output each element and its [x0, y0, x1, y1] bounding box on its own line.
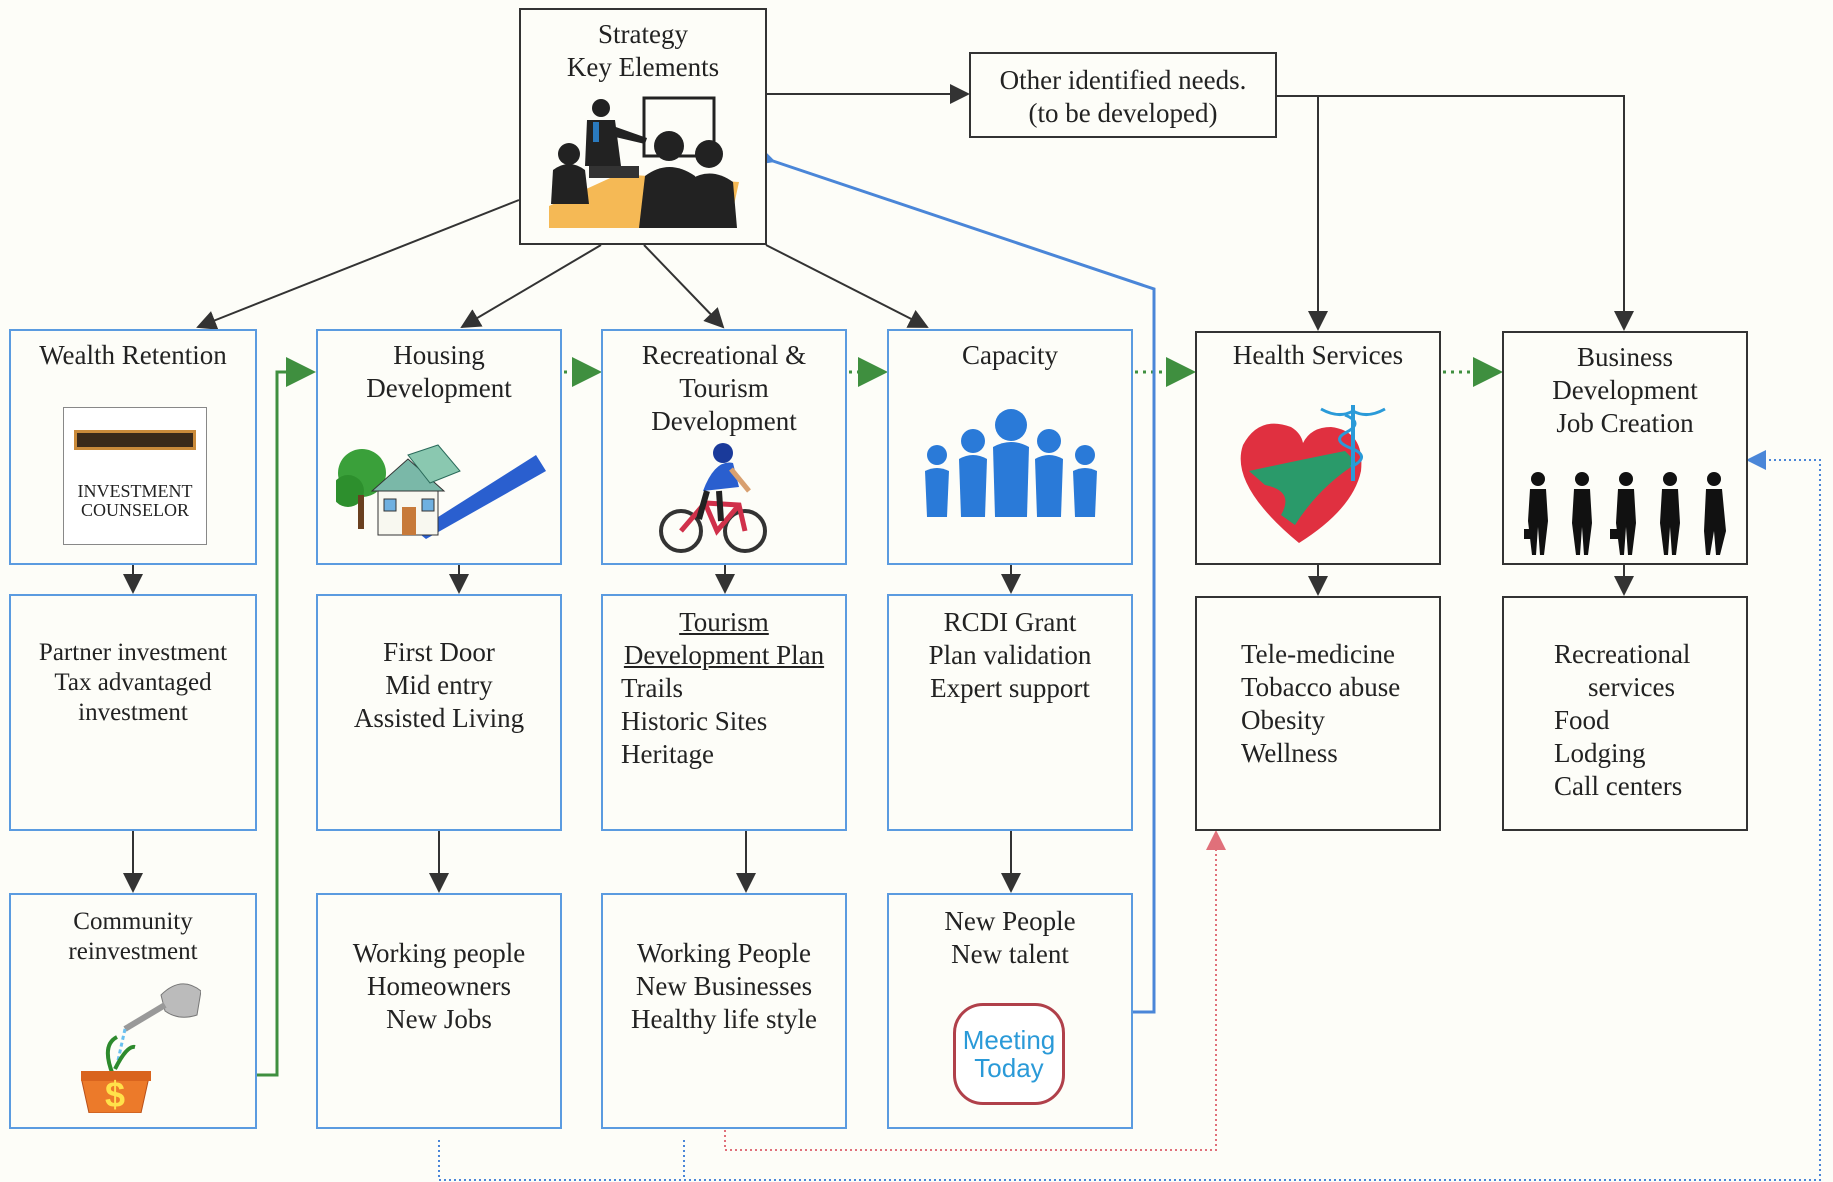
wealth-bottom-box: Community reinvestment $ — [9, 893, 257, 1129]
bottom-line: New talent — [951, 939, 1069, 969]
mid-line: Assisted Living — [353, 703, 525, 733]
bottom-line: reinvestment — [68, 938, 198, 965]
tourism-bottom-box: Working People New Businesses Healthy li… — [601, 893, 847, 1129]
housing-mid-box: First Door Mid entry Assisted Living — [316, 594, 562, 831]
mid-line: Food — [1554, 705, 1610, 735]
people-group-icon — [925, 409, 1097, 517]
mid-line: Call centers — [1554, 771, 1683, 801]
investment-counselor-sign: INVESTMENT COUNSELOR — [63, 407, 207, 545]
presentation-clipart — [549, 96, 739, 228]
mid-line: Expert support — [930, 673, 1090, 703]
plan-heading: Development Plan — [623, 640, 825, 670]
housing-bottom-box: Working people Homeowners New Jobs — [316, 893, 562, 1129]
column-title: Wealth Retention — [39, 340, 227, 370]
mid-line: Obesity — [1241, 705, 1325, 735]
business-box: Business Development Job Creation — [1502, 331, 1748, 565]
column-title: Business — [1576, 342, 1674, 372]
mid-line: services — [1588, 672, 1675, 702]
mid-line: Recreational — [1554, 639, 1691, 669]
mid-line: Tax advantaged — [54, 669, 212, 696]
health-mid-box: Tele-medicine Tobacco abuse Obesity Well… — [1195, 596, 1441, 831]
cyclist-clipart — [659, 443, 767, 553]
capacity-bottom-box: New People New talent Meeting Today — [887, 893, 1133, 1129]
column-title: Housing — [393, 340, 485, 370]
mid-line: RCDI Grant — [943, 607, 1077, 637]
strategy-box: Strategy Key Elements — [519, 8, 767, 245]
sign-text: COUNSELOR — [80, 500, 189, 520]
mid-line: Wellness — [1241, 738, 1338, 768]
tourism-box: Recreational & Tourism Development — [601, 329, 847, 565]
mid-line: Plan validation — [928, 640, 1092, 670]
column-title: Capacity — [962, 340, 1058, 370]
bottom-line: New Businesses — [635, 971, 813, 1001]
plan-heading: Tourism — [679, 607, 769, 637]
mid-line: Trails — [621, 673, 684, 703]
other-needs-line: (to be developed) — [1028, 98, 1218, 128]
business-people-silhouettes — [1524, 472, 1726, 555]
other-needs-box: Other identified needs. (to be developed… — [969, 52, 1277, 138]
mid-line: Tobacco abuse — [1241, 672, 1401, 702]
bottom-line: Homeowners — [367, 971, 511, 1001]
heart-caduceus-icon — [1240, 405, 1386, 543]
mid-line: Lodging — [1554, 738, 1646, 768]
svg-text:$: $ — [105, 1074, 125, 1113]
mid-line: First Door — [383, 637, 495, 667]
tourism-mid-box: Tourism Development Plan Trails Historic… — [601, 594, 847, 831]
bottom-line: Community — [73, 908, 193, 935]
sign-text: INVESTMENT — [77, 481, 193, 501]
health-box: Health Services — [1195, 331, 1441, 565]
column-title: Development — [366, 373, 512, 403]
badge-text: Meeting — [962, 1025, 1056, 1055]
strategy-title: Strategy Key Elements — [566, 19, 720, 82]
house-clipart — [336, 444, 546, 539]
bottom-line: Working People — [636, 938, 812, 968]
bottom-line: New People — [944, 906, 1076, 936]
mid-line: Mid entry — [385, 670, 493, 700]
column-title: Development — [1552, 375, 1698, 405]
mid-line: Tele-medicine — [1241, 639, 1396, 669]
column-title: Tourism — [679, 373, 769, 403]
housing-box: Housing Development — [316, 329, 562, 565]
column-title: Health Services — [1232, 340, 1404, 370]
other-needs-line: Other identified needs. — [999, 65, 1247, 95]
mid-line: Partner investment — [38, 639, 228, 666]
bottom-line: Healthy life style — [631, 1004, 817, 1034]
mid-line: investment — [78, 699, 188, 726]
business-mid-box: Recreational services Food Lodging Call … — [1502, 596, 1748, 831]
watering-can-money-pot: $ — [81, 983, 201, 1113]
capacity-mid-box: RCDI Grant Plan validation Expert suppor… — [887, 594, 1133, 831]
wealth-retention-box: Wealth Retention INVESTMENT COUNSELOR — [9, 329, 257, 565]
column-title: Job Creation — [1556, 408, 1694, 438]
column-title: Development — [651, 406, 797, 436]
badge-text: Today — [974, 1053, 1044, 1083]
bottom-line: New Jobs — [386, 1004, 492, 1034]
mid-line: Historic Sites — [621, 706, 768, 736]
meeting-today-badge: Meeting Today — [953, 1003, 1065, 1105]
column-title: Recreational & — [641, 340, 807, 370]
mid-line: Heritage — [621, 739, 714, 769]
bottom-line: Working people — [352, 938, 526, 968]
wealth-mid-box: Partner investment Tax advantaged invest… — [9, 594, 257, 831]
capacity-box: Capacity — [887, 329, 1133, 565]
